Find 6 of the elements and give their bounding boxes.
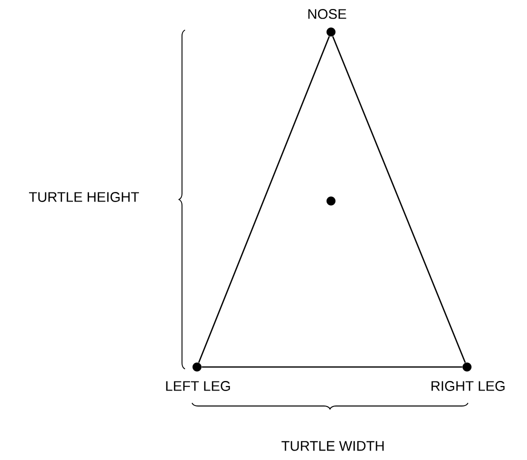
vertex-label: NOSE <box>308 9 346 19</box>
brace-label: TURTLE HEIGHT <box>29 192 139 202</box>
dot <box>326 196 336 206</box>
vertex-label: LEFT LEG <box>166 381 230 391</box>
brace-label: TURTLE WIDTH <box>282 441 384 451</box>
vertex-label: RIGHT LEG <box>432 381 505 391</box>
